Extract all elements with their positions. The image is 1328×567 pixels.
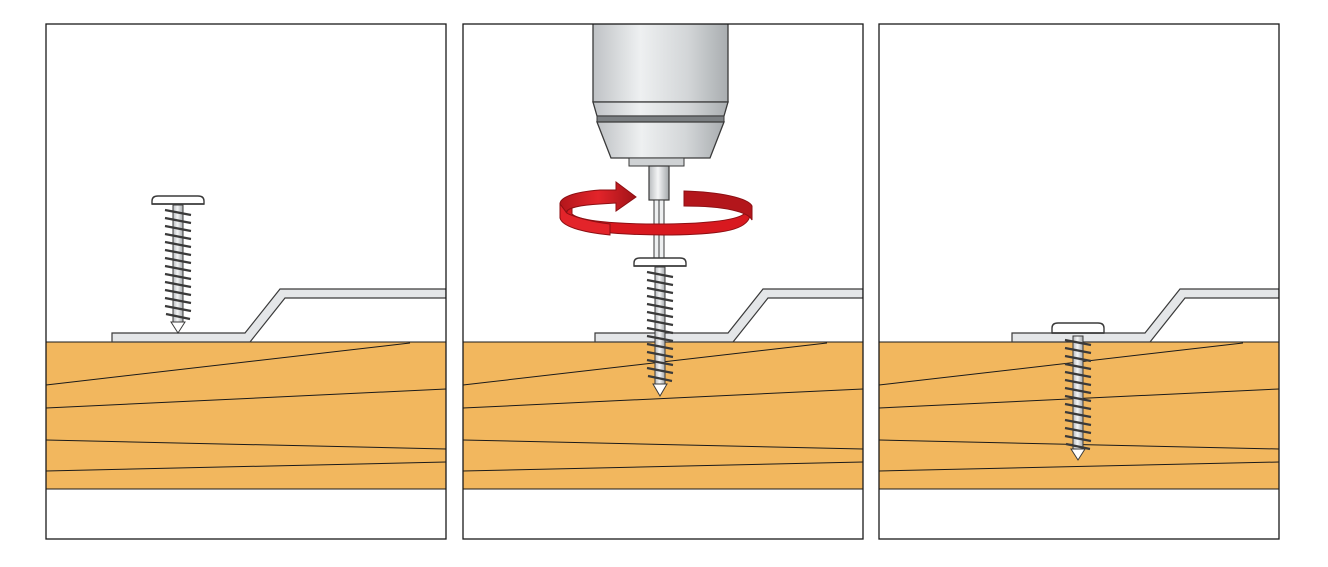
screw <box>151 195 205 334</box>
drill <box>592 24 729 259</box>
panel-step-1 <box>45 23 447 540</box>
roofing-sheet <box>594 288 863 343</box>
screw <box>633 257 687 397</box>
roofing-sheet <box>111 288 446 343</box>
screw <box>1051 322 1105 461</box>
panel-step-2 <box>462 23 864 540</box>
wood-board <box>46 341 446 490</box>
roofing-sheet <box>1011 288 1279 343</box>
rotation-arrow <box>559 181 753 236</box>
panel-step-3 <box>878 23 1280 540</box>
